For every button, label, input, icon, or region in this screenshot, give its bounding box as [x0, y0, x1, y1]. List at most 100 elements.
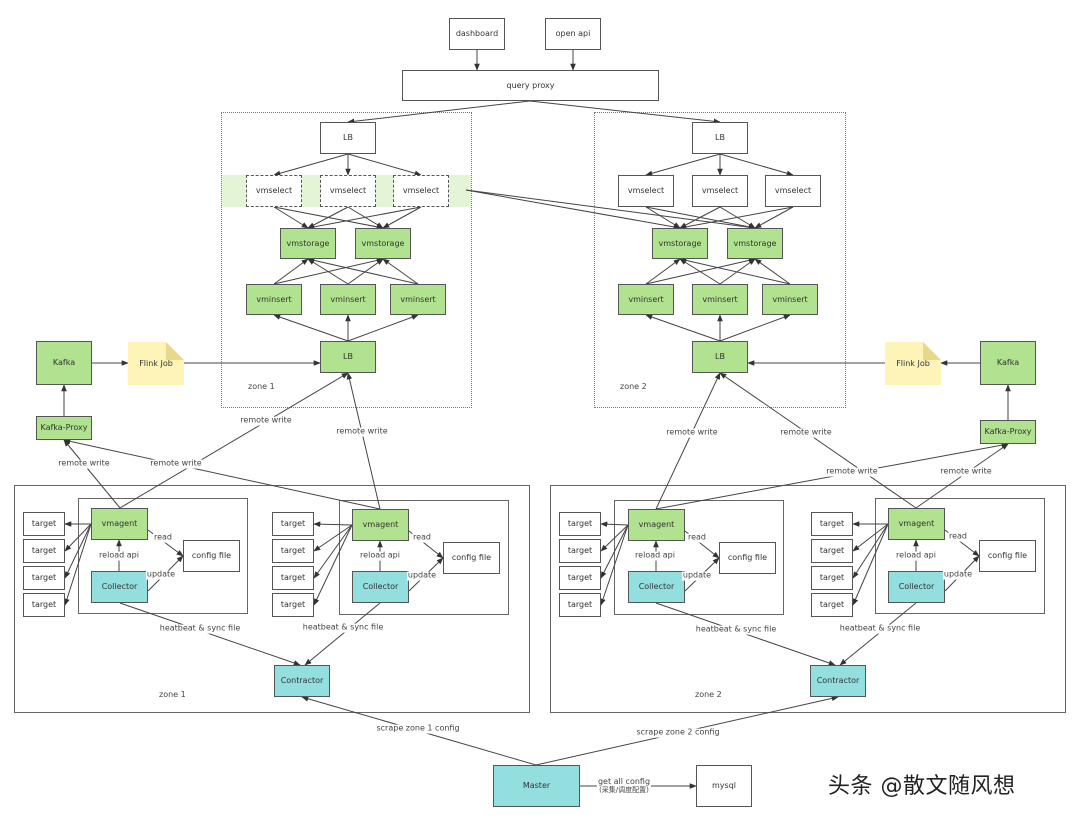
edge-vminsert-vmstorage [382, 258, 419, 285]
z2b-vmagent: vmagent [888, 508, 945, 540]
edge-vminsert-vmstorage [273, 258, 309, 285]
edge-label-heartbeat: heatbeat & sync file [838, 623, 922, 634]
z2b-config-file: config file [979, 540, 1036, 572]
edge-vmagent-target [600, 524, 629, 579]
dashboard-node: dashboard [449, 18, 505, 50]
edge-vmagent-target [313, 521, 353, 527]
z2-vminsert-2: vminsert [692, 284, 748, 315]
z2a-target-1: target [559, 512, 601, 536]
z1-select-lb: LB [320, 122, 376, 154]
z2a-target-2: target [559, 539, 601, 563]
edge-label-scrape-zone-1: scrape zone 1 config [375, 723, 461, 734]
storage-zone-2-label: zone 2 [620, 382, 647, 391]
collect-zone-1-label: zone 1 [159, 690, 186, 699]
edge-vmagent-target [313, 524, 353, 552]
mysql-node: mysql [696, 765, 752, 807]
right-flink-job: Flink Job [885, 342, 941, 385]
storage-zone-2 [594, 112, 846, 408]
z1-vmselect-1: vmselect [246, 175, 302, 207]
z2a-collector: Collector [628, 571, 685, 603]
z1a-target-2: target [23, 539, 65, 563]
z2a-vmagent: vmagent [628, 509, 685, 541]
edge-label-scrape-zone-2: scrape zone 2 config [635, 727, 721, 738]
edge-vminsert-vmstorage [754, 258, 791, 285]
get-all-config-subtext: (采集/调度配置) [599, 785, 649, 794]
edge-label-reload-api: reload api [634, 550, 676, 561]
edge-vmselect-vmstorage [679, 206, 794, 230]
agent-group-z2-a [614, 500, 784, 615]
edge-label-get-all-config: get all config (采集/调度配置) [596, 776, 652, 795]
watermark-text: 头条 @散文随风想 [828, 774, 1016, 799]
z1-vmselect-3: vmselect [393, 175, 449, 207]
z1a-collector: Collector [91, 571, 148, 603]
edge-remote-write [346, 372, 381, 510]
z1-vminsert-1: vminsert [246, 284, 302, 315]
z2b-target-1: target [811, 512, 853, 536]
edge-label-read: read [411, 532, 433, 543]
edge-label-remote-write: remote write [239, 415, 293, 426]
edge-heartbeat [119, 602, 301, 666]
left-kafka: Kafka [36, 341, 92, 385]
edge-vminsert-vmstorage [347, 258, 384, 285]
edge-label-update: update [681, 570, 713, 581]
z1a-vmagent: vmagent [91, 508, 148, 540]
edge-vmagent-target [313, 524, 353, 606]
z2a-target-3: target [559, 566, 601, 590]
edge-vmagent-target [600, 524, 629, 606]
edge-label-read: read [947, 531, 969, 542]
edge-label-remote-write: remote write [335, 426, 389, 437]
z1-vminsert-2: vminsert [320, 284, 376, 315]
agent-group-z2-b [875, 498, 1045, 614]
edge-vmselect-vmstorage [273, 206, 309, 229]
z2b-target-2: target [811, 539, 853, 563]
collect-zone-2-label: zone 2 [695, 690, 722, 699]
edge-vmagent-target [64, 523, 92, 606]
edge-lb-vmselect [273, 153, 349, 176]
edge-label-remote-write: remote write [939, 466, 993, 477]
z1-insert-lb: LB [320, 341, 376, 373]
edge-vminsert-vmstorage [719, 258, 756, 285]
edge-lb-vmselect [347, 153, 422, 176]
right-kafka: Kafka [980, 341, 1036, 385]
z1a-target-1: target [23, 512, 65, 536]
query-proxy-node: query proxy [402, 70, 659, 101]
edge-lb-vmselect [645, 153, 721, 176]
z2-vmstorage-1: vmstorage [652, 228, 708, 259]
edge-vmagent-target [64, 523, 92, 579]
right-kafka-proxy: Kafka-Proxy [980, 420, 1036, 444]
edge-proxy-z1lb [347, 100, 531, 125]
z1b-target-4: target [272, 593, 314, 617]
edge-label-reload-api: reload api [98, 550, 140, 561]
edge-vmselect-vmstorage [679, 206, 721, 229]
edge-lb-vmselect [719, 153, 794, 176]
z1a-target-4: target [23, 593, 65, 617]
edge-label-read: read [152, 532, 174, 543]
z1b-collector: Collector [352, 571, 409, 603]
storage-zone-1 [221, 112, 472, 408]
edge-cross-zone-select [465, 189, 756, 230]
edge-remote-write [655, 372, 721, 510]
z1-contractor: Contractor [274, 665, 330, 697]
edge-vmselect-vmstorage [382, 206, 422, 229]
edge-vminsert-vmstorage [679, 258, 721, 285]
edge-label-remote-write: remote write [779, 427, 833, 438]
z2-vmstorage-2: vmstorage [727, 228, 783, 259]
edge-vmagent-target [600, 521, 629, 528]
z1-vmselect-2: vmselect [320, 175, 376, 207]
edge-lb-vminsert [347, 314, 419, 342]
z1a-target-3: target [23, 566, 65, 590]
get-all-config-text: get all config [597, 776, 651, 786]
edge-label-heartbeat: heatbeat & sync file [301, 622, 385, 633]
edge-label-remote-write: remote write [665, 427, 719, 438]
edge-vmselect-vmstorage [307, 206, 422, 230]
agent-group-z1-a [78, 498, 248, 614]
edge-vmselect-vmstorage [754, 206, 794, 229]
edge-label-update: update [942, 569, 974, 580]
edge-label-heartbeat: heatbeat & sync file [694, 624, 778, 635]
z1b-target-2: target [272, 539, 314, 563]
storage-zone-1-label: zone 1 [248, 382, 275, 391]
z2-select-lb: LB [692, 122, 748, 154]
edge-heartbeat [304, 602, 381, 666]
edge-proxy-z2lb [529, 100, 721, 125]
z2-vmselect-3: vmselect [765, 175, 821, 207]
